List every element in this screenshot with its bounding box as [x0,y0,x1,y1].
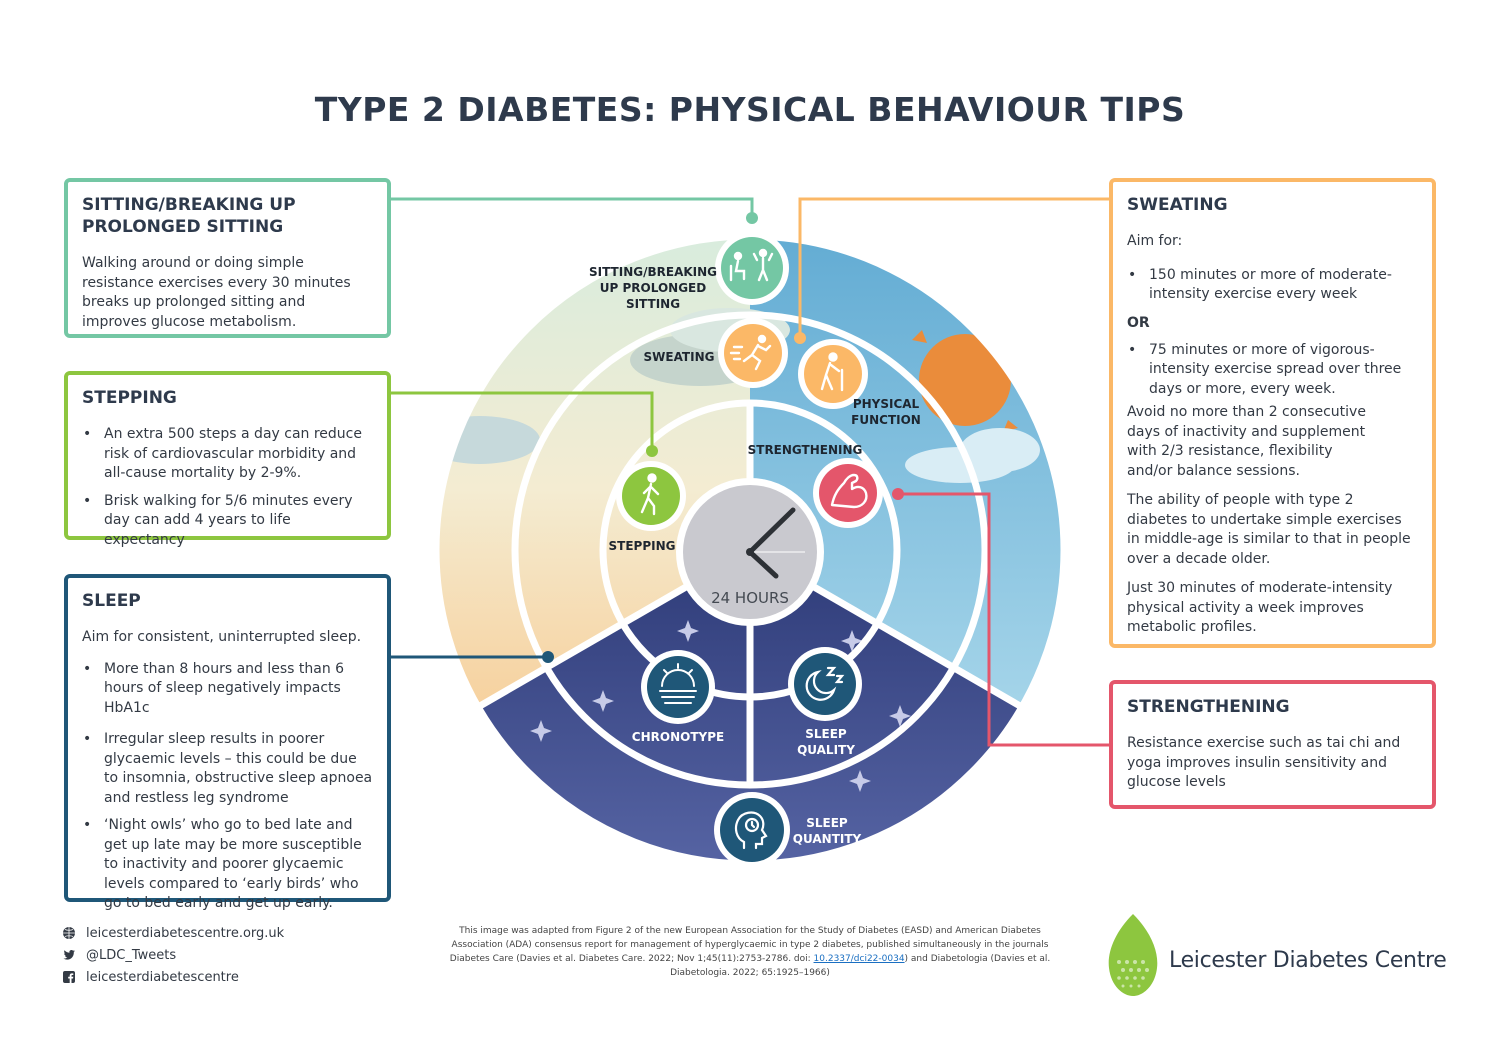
stepping-bullet-2: Brisk walking for 5/6 minutes every day … [83,492,373,551]
sitting-text: Walking around or doing simple resistanc… [82,255,351,330]
page-title: TYPE 2 DIABETES: PHYSICAL BEHAVIOUR TIPS [314,90,1186,129]
stepping-box: STEPPING An extra 500 steps a day can re… [64,371,391,548]
sleep-quantity-icon-circle [714,792,790,868]
twitter-icon [63,950,75,960]
sitting-standing-icon [729,248,774,282]
label-sleep-quantity-1: SLEEP [806,816,848,830]
brand-logo: Leicester Diabetes Centre [1105,912,1447,998]
clock-24-hours: 24 HOURS [676,478,824,626]
strengthening-box: STRENGTHENING Resistance exercise such a… [1109,680,1436,809]
facebook-icon [63,971,75,983]
physical-function-icon-circle [798,339,868,409]
label-sleep-quantity-2: QUANTITY [793,832,862,846]
footnote-text-after: ) and Diabetologia (Davies et al. Diabet… [670,954,1051,978]
sleep-heading: SLEEP [82,591,141,611]
label-stepping: STEPPING [609,539,676,553]
moon-zzz-icon [805,666,845,701]
footer-links: leicesterdiabetescentre.org.uk @LDC_Twee… [62,922,284,988]
label-physical-function-1: PHYSICAL [853,397,920,411]
sitting-icon-circle [715,231,789,305]
brand-name: Leicester Diabetes Centre [1169,947,1447,973]
stepping-icon-circle [616,461,686,531]
footnote-text-before: This image was adapted from Figure 2 of … [449,926,1049,964]
label-sweating: SWEATING [644,350,715,364]
stepping-bullet-1: An extra 500 steps a day can reduce risk… [83,425,373,484]
sweating-heading: SWEATING [1127,195,1228,215]
sleep-quality-icon-circle [788,647,862,721]
leaf-logo-icon [1108,914,1158,996]
label-physical-function-2: FUNCTION [851,413,921,427]
sweating-para-2: The ability of people with type 2 diabet… [1127,492,1411,567]
elderly-walking-icon [820,352,844,392]
head-clock-icon [734,811,768,850]
sunrise-icon [659,663,697,704]
footer-website[interactable]: leicesterdiabetescentre.org.uk [86,925,285,941]
sitting-box: SITTING/BREAKING UP PROLONGED SITTING Wa… [64,178,391,338]
sitting-heading: SITTING/BREAKING UP PROLONGED SITTING [82,195,296,237]
clock-label: 24 HOURS [711,589,789,607]
chronotype-icon-circle [641,650,715,724]
footer-twitter-row[interactable]: @LDC_Tweets [62,944,284,966]
wheel-background [438,238,1062,862]
footer-twitter[interactable]: @LDC_Tweets [86,947,177,963]
sweating-para-3: Just 30 minutes of moderate-intensity ph… [1127,580,1393,635]
label-sleep-quality-1: SLEEP [805,727,847,741]
sweating-list-2: 75 minutes or more of vigorous-intensity… [1127,341,1418,400]
sleep-intro: Aim for consistent, uninterrupted sleep. [82,629,362,645]
label-sleep-quality-2: QUALITY [797,743,855,757]
footnote-doi-link[interactable]: 10.2337/dci22-0034 [813,954,905,964]
flexed-arm-icon [830,473,868,509]
sleep-list: More than 8 hours and less than 6 hours … [82,660,373,914]
label-sitting-3: SITTING [626,297,680,311]
sweating-bullet-2: 75 minutes or more of vigorous-intensity… [1128,341,1418,400]
sweating-icon-circle [718,318,788,388]
footer-facebook-row[interactable]: leicesterdiabetescentre [62,966,284,988]
sweating-list-1: 150 minutes or more of moderate-intensit… [1127,266,1418,305]
strengthening-heading: STRENGTHENING [1127,697,1290,717]
sweating-bullet-1: 150 minutes or more of moderate-intensit… [1128,266,1418,305]
running-icon [729,334,772,371]
label-strengthening: STRENGTHENING [748,443,863,457]
label-chronotype: CHRONOTYPE [632,730,724,744]
stepping-heading: STEPPING [82,388,177,408]
source-footnote: This image was adapted from Figure 2 of … [440,924,1060,980]
sweating-box: SWEATING Aim for: 150 minutes or more of… [1109,178,1436,648]
sleep-bullet-1: More than 8 hours and less than 6 hours … [83,660,373,719]
sweating-aim: Aim for: [1127,233,1183,249]
stepping-list: An extra 500 steps a day can reduce risk… [82,425,373,550]
globe-icon [63,927,75,939]
label-sitting-1: SITTING/BREAKING [589,265,717,279]
connector-lines [391,197,1109,747]
walking-icon [640,473,660,516]
sweating-or: OR [1127,314,1150,331]
sleep-bullet-3: ‘Night owls’ who go to bed late and get … [83,816,373,914]
strengthening-icon-circle [813,458,883,528]
sleep-bullet-2: Irregular sleep results in poorer glycae… [83,730,373,808]
sleep-box: SLEEP Aim for consistent, uninterrupted … [64,574,391,911]
sweating-para-1: Avoid no more than 2 consecutive days of… [1127,404,1366,479]
strengthening-text: Resistance exercise such as tai chi and … [1127,735,1401,790]
footer-website-row[interactable]: leicesterdiabetescentre.org.uk [62,922,284,944]
sun-graphic [912,312,1033,432]
footer-facebook[interactable]: leicesterdiabetescentre [86,969,239,985]
label-sitting-2: UP PROLONGED [600,281,706,295]
